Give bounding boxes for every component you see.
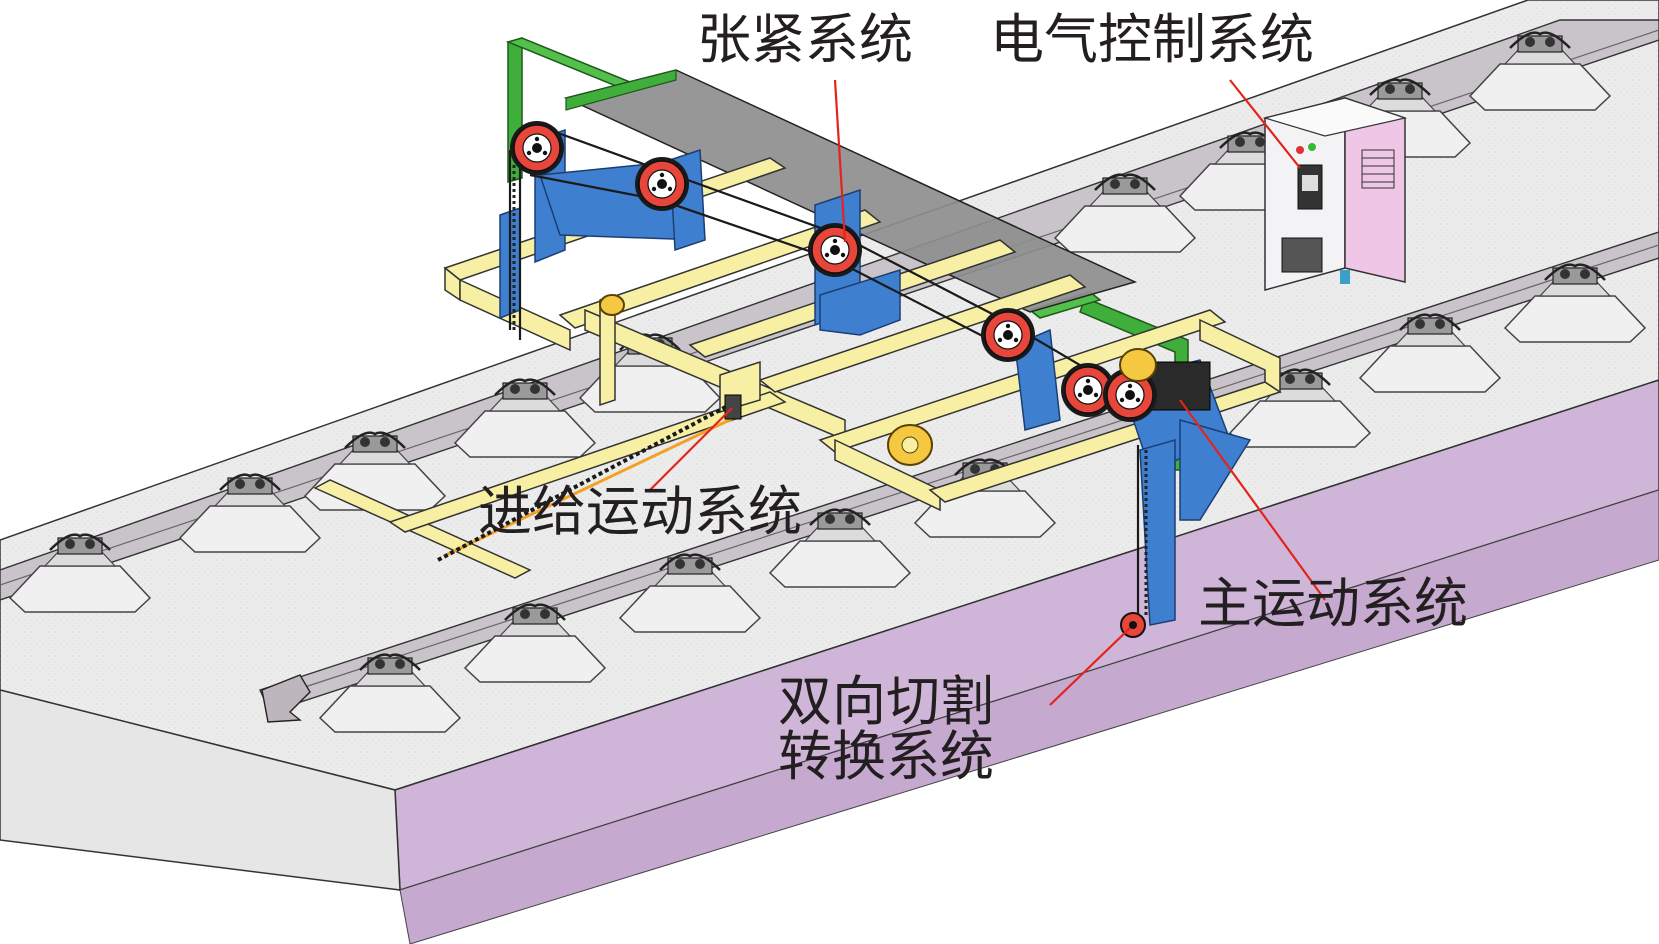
rail-end-profile bbox=[261, 674, 311, 723]
label-main-motion-system: 主运动系统 bbox=[1198, 572, 1468, 635]
cover-panel-edge bbox=[565, 69, 677, 111]
motor-icon bbox=[1149, 361, 1211, 411]
leader-main-motion bbox=[1179, 399, 1326, 601]
cabinet-grille-icon bbox=[1281, 237, 1323, 273]
leader-switch bbox=[1049, 627, 1131, 706]
label-switch-system-line1: 双向切割 bbox=[778, 670, 994, 733]
wheels bbox=[599, 294, 1157, 466]
label-switch-system-line2: 转换系统 bbox=[778, 725, 994, 788]
leader-tensioning bbox=[833, 79, 847, 243]
blue-supports bbox=[499, 128, 1252, 626]
leader-feed bbox=[649, 407, 733, 491]
cabinet-indicator-icon bbox=[1296, 146, 1304, 154]
pulley-icon bbox=[634, 156, 690, 212]
pulley-icon bbox=[807, 222, 863, 278]
pulley-icon bbox=[980, 307, 1036, 363]
leader-lines bbox=[649, 79, 1326, 706]
cabinet-indicator-icon bbox=[1308, 143, 1316, 151]
electrical-cabinet bbox=[1262, 96, 1408, 291]
wheel-icon bbox=[1119, 348, 1157, 382]
wheel-icon bbox=[599, 294, 625, 316]
lower-layer-side bbox=[399, 489, 1659, 944]
label-tensioning-system: 张紧系统 bbox=[697, 8, 913, 71]
label-feed-motion-system: 进给运动系统 bbox=[478, 480, 802, 543]
pulley-icon bbox=[509, 120, 565, 176]
leader-electrical bbox=[1229, 79, 1301, 169]
label-electrical-control-system: 电气控制系统 bbox=[990, 8, 1314, 71]
feed-chain bbox=[437, 394, 742, 562]
cabinet-vent-icon bbox=[1361, 149, 1395, 189]
